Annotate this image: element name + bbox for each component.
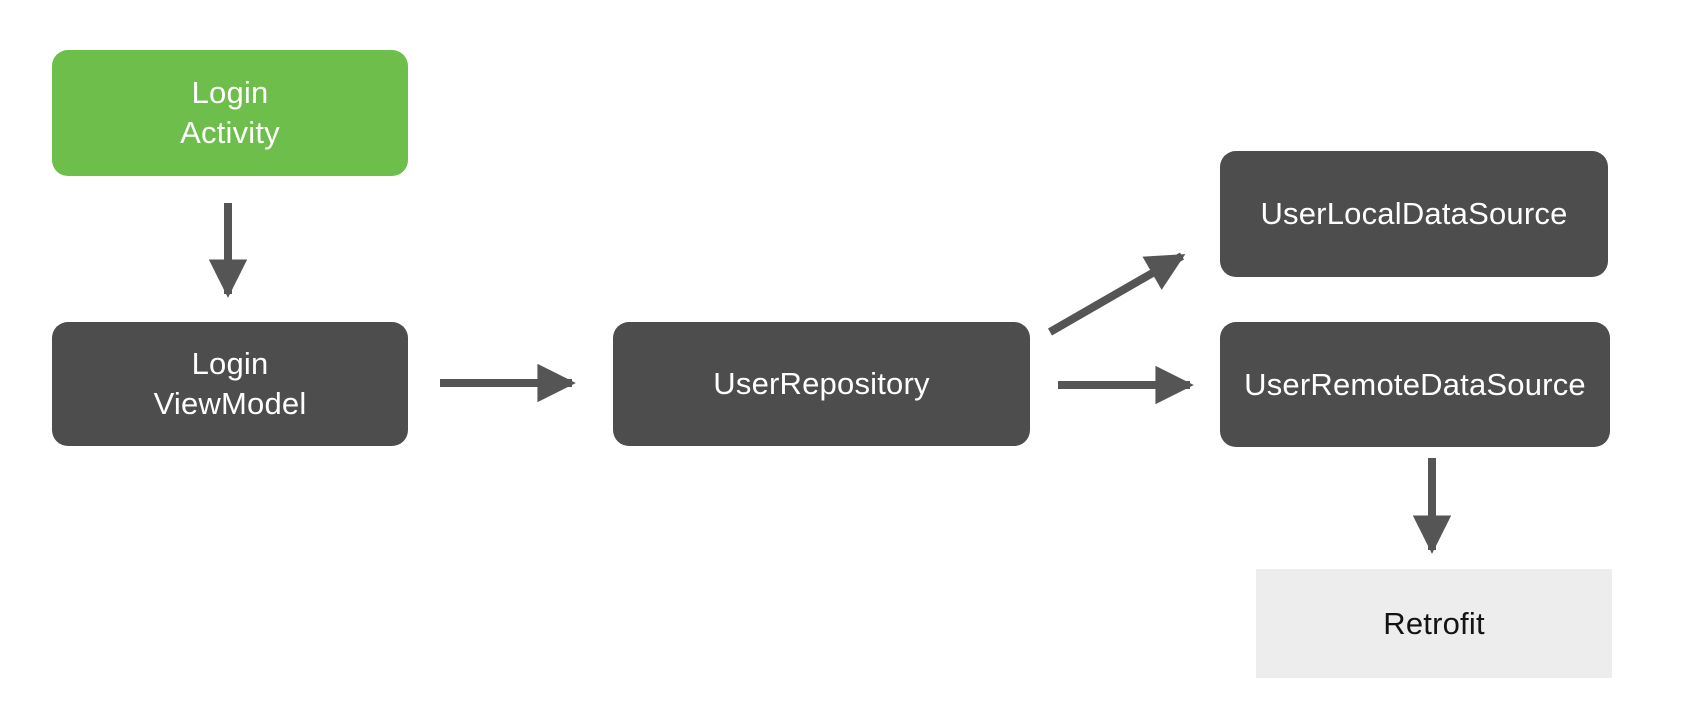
node-user-remote-datasource: UserRemoteDataSource [1220,322,1610,447]
arrow-user-repository-to-user-local-datasource [1048,252,1186,336]
node-retrofit: Retrofit [1256,569,1612,678]
node-login-viewmodel: Login ViewModel [52,322,408,446]
node-user-repository: UserRepository [613,322,1030,446]
node-login-activity: Login Activity [52,50,408,176]
node-user-local-datasource: UserLocalDataSource [1220,151,1608,277]
